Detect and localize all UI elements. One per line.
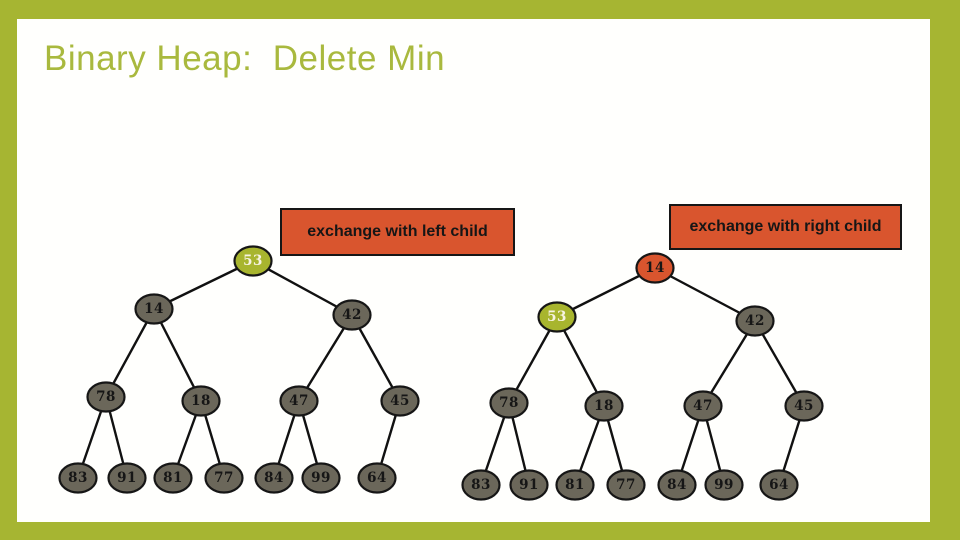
heap-trees-canvas: 53 14 42 78 18 47 45 83 91 81 77 84 99 64 14 53 42 78 18 47… [58,245,824,501]
page-title: Binary Heap: Delete Min [44,39,446,78]
tree-node-value: 64 [367,470,387,486]
tree-node-value: 83 [471,477,491,493]
heap-tree-left: 53 14 42 78 18 47 45 83 91 81 77 84 99 64 [58,245,420,494]
tree-node-value: 42 [745,313,765,329]
tree-node-value: 83 [68,470,88,486]
tree-node-left-64 [357,462,397,494]
tree-node-right-77 [606,469,646,501]
tree-node-value: 45 [794,398,814,414]
tree-node-right-53 [537,301,577,333]
tree-node-value: 84 [264,470,284,486]
tree-node-left-14 [134,293,174,325]
tree-node-right-83 [461,469,501,501]
tree-edge-53-78 [507,316,559,404]
tree-edge-42-47 [701,320,757,407]
tree-edge-42-47 [297,314,354,402]
tree-node-value: 47 [693,398,713,414]
tree-node-value: 53 [243,253,263,269]
tree-node-right-99 [704,469,744,501]
caption-right-text: exchange with right child [689,218,882,235]
tree-node-left-47 [279,385,319,417]
tree-node-right-45 [784,390,824,422]
tree-node-value: 45 [390,393,410,409]
heap-tree-right: 14 53 42 78 18 47 45 83 91 81 77 84 99 64 [461,252,824,501]
tree-node-value: 84 [667,477,687,493]
tree-node-value: 78 [499,395,519,411]
tree-node-left-45 [380,385,420,417]
tree-node-value: 14 [144,301,164,317]
tree-node-left-83 [58,462,98,494]
tree-node-left-81 [153,462,193,494]
slide-content: Binary Heap: Delete Min 53 14 42 78 18 47 45 83… [17,19,930,522]
tree-node-right-91 [509,469,549,501]
tree-node-right-81 [555,469,595,501]
tree-node-value: 81 [565,477,585,493]
tree-node-right-42 [735,305,775,337]
tree-node-value: 91 [519,477,539,493]
tree-node-right-14 [635,252,675,284]
tree-node-left-78 [86,381,126,413]
caption-exchange-left-child: exchange with left child [280,208,515,256]
tree-node-value: 53 [547,309,567,325]
tree-node-right-64 [759,469,799,501]
caption-left-text: exchange with left child [307,223,488,240]
tree-edge-53-42 [252,259,353,317]
tree-edge-53-18 [555,316,606,407]
tree-node-value: 77 [616,477,636,493]
tree-node-value: 77 [214,470,234,486]
tree-node-right-84 [657,469,697,501]
tree-edge-14-78 [104,308,156,398]
tree-node-left-77 [204,462,244,494]
tree-node-value: 78 [96,389,116,405]
tree-node-value: 47 [289,393,309,409]
tree-node-value: 14 [645,260,665,276]
tree-node-value: 81 [163,470,183,486]
tree-node-value: 91 [117,470,137,486]
tree-node-value: 42 [342,307,362,323]
tree-node-value: 99 [311,470,331,486]
tree-node-value: 18 [191,393,211,409]
tree-node-right-18 [584,390,624,422]
tree-edge-42-45 [350,314,402,402]
tree-node-left-53 [233,245,273,277]
tree-node-left-18 [181,385,221,417]
tree-node-right-47 [683,390,723,422]
tree-edge-14-42 [654,266,756,323]
tree-node-value: 18 [594,398,614,414]
caption-exchange-right-child: exchange with right child [669,204,902,250]
tree-node-left-84 [254,462,294,494]
tree-edge-14-18 [152,308,203,402]
tree-node-left-91 [107,462,147,494]
tree-node-value: 99 [714,477,734,493]
tree-node-value: 64 [769,477,789,493]
tree-node-left-42 [332,299,372,331]
tree-node-right-78 [489,387,529,419]
tree-node-left-99 [301,462,341,494]
